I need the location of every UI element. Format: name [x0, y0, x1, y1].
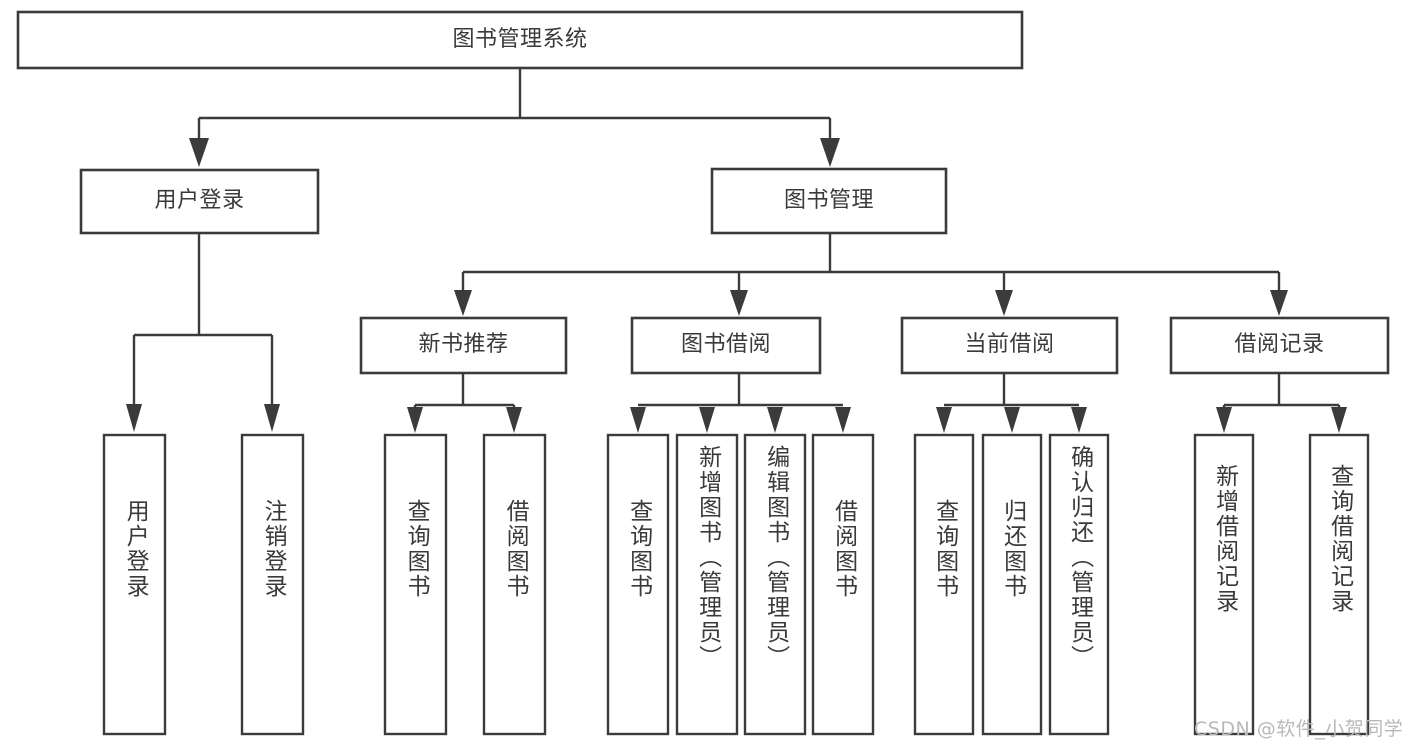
leaf-box-user-login-0[interactable] [102, 433, 167, 736]
leaf-box-borrow-record-0[interactable] [1193, 433, 1255, 736]
arrow-head-leaf-borrow-record-1 [1331, 407, 1347, 433]
leaf-box-book-borrow-2[interactable] [743, 433, 807, 736]
watermark-text: CSDN @软件_小贺同学 [1194, 718, 1404, 740]
arrow-head-leaf-book-borrow-2 [767, 407, 783, 433]
arrow-head-current-borrow [995, 290, 1013, 316]
arrow-head-leaf-borrow-record-0 [1216, 407, 1232, 433]
arrow-head-borrow-record [1270, 290, 1288, 316]
node-box-user-login[interactable] [79, 168, 320, 235]
arrow-head-leaf-current-borrow-0 [936, 407, 952, 433]
arrow-head-leaf-current-borrow-1 [1004, 407, 1020, 433]
arrow-head-leaf-user-login-1 [264, 404, 280, 432]
leaf-box-current-borrow-0[interactable] [913, 433, 975, 736]
node-box-new-book-recommend[interactable] [359, 316, 568, 375]
arrow-head-book-borrow [730, 290, 748, 316]
node-box-current-borrow[interactable] [900, 316, 1119, 375]
leaf-box-current-borrow-1[interactable] [981, 433, 1043, 736]
arrow-head-leaf-user-login-0 [126, 404, 142, 432]
arrow-head-leaf-current-borrow-2 [1071, 407, 1087, 433]
leaf-box-book-borrow-3[interactable] [811, 433, 875, 736]
leaf-box-borrow-record-1[interactable] [1308, 433, 1370, 736]
arrow-head-leaf-new-book-0 [407, 407, 423, 433]
leaf-box-book-borrow-1[interactable] [675, 433, 739, 736]
arrow-head-new-book-recommend [454, 290, 472, 316]
arrow-head-leaf-book-borrow-1 [699, 407, 715, 433]
leaf-box-book-borrow-0[interactable] [606, 433, 670, 736]
node-box-borrow-record[interactable] [1169, 316, 1390, 375]
leaf-box-new-book-0[interactable] [383, 433, 448, 736]
arrow-head-user-login [189, 138, 209, 167]
arrow-head-leaf-book-borrow-0 [630, 407, 646, 433]
node-box-system[interactable] [16, 10, 1024, 70]
leaf-box-current-borrow-2[interactable] [1048, 433, 1110, 736]
node-box-book-borrow[interactable] [630, 316, 822, 375]
arrow-head-book-management [820, 138, 840, 167]
arrow-head-leaf-new-book-1 [506, 407, 522, 433]
arrow-head-leaf-book-borrow-3 [835, 407, 851, 433]
node-box-book-management[interactable] [710, 167, 948, 235]
leaf-box-user-login-1[interactable] [240, 433, 305, 736]
leaf-box-new-book-1[interactable] [482, 433, 547, 736]
